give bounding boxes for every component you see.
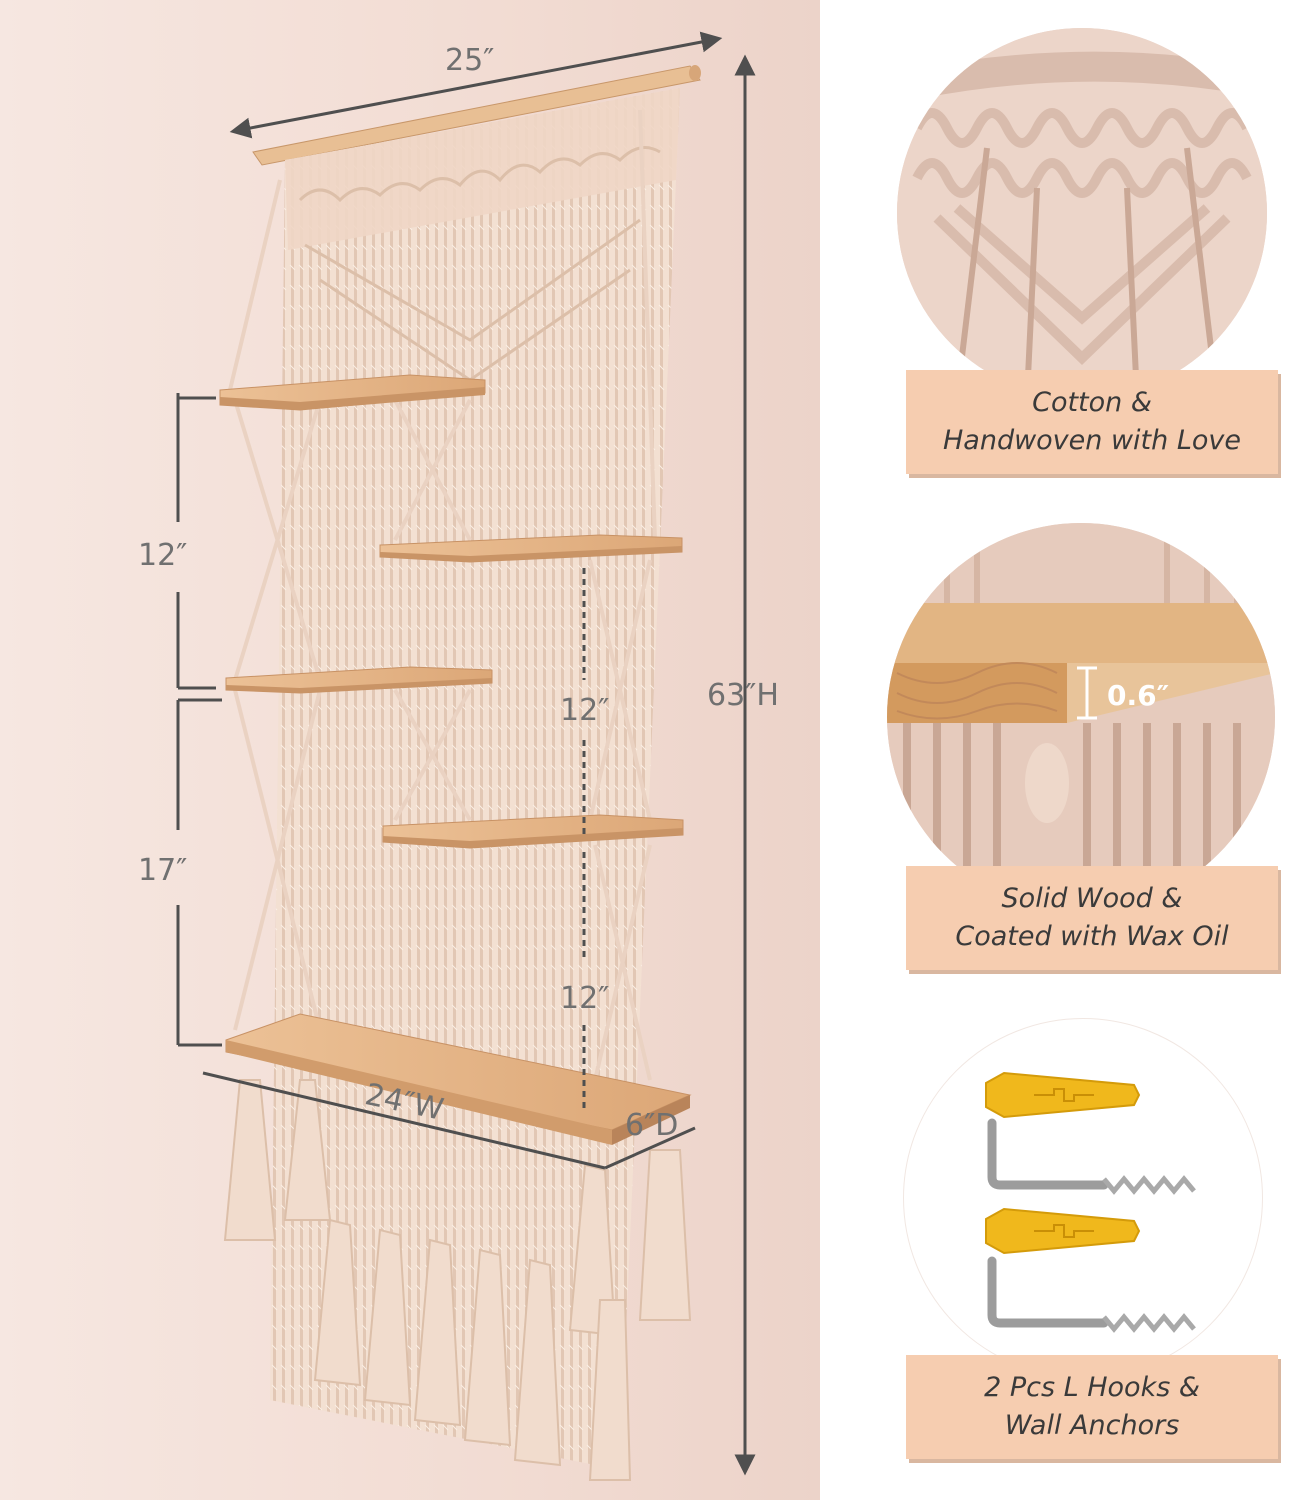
- wood-feature-line1: Solid Wood &: [1001, 883, 1183, 914]
- cotton-weave-closeup: [897, 28, 1267, 398]
- wall-anchor-icon: [985, 1071, 1141, 1119]
- macrame-body: [223, 88, 692, 1481]
- dimension-labels: 25″ 63″H 12″ 17″ 12″ 12″ 24″W 6″D: [138, 43, 779, 1143]
- shelf-depth-label: 6″D: [625, 1108, 678, 1143]
- cotton-feature-label: Cotton & Handwoven with Love: [906, 370, 1278, 474]
- wood-feature-label: Solid Wood & Coated with Wax Oil: [906, 866, 1278, 970]
- cotton-feature-line1: Cotton &: [1032, 387, 1152, 418]
- l-hook-icon: [987, 1118, 1196, 1195]
- hooks-and-anchors-image: [985, 1071, 1196, 1333]
- shelf-3: [225, 666, 493, 694]
- hardware-closeup: [903, 1018, 1263, 1378]
- shelf-5-bottom: [225, 1013, 692, 1145]
- hardware-feature-label: 2 Pcs L Hooks & Wall Anchors: [906, 1355, 1278, 1459]
- shelf-illustration: 25″ 63″H 12″ 17″ 12″ 12″ 24″W 6″D: [138, 31, 779, 1481]
- wood-feature-line2: Coated with Wax Oil: [955, 921, 1229, 952]
- shelf-2: [379, 534, 683, 563]
- right-upper-gap-label: 12″: [560, 693, 609, 728]
- shelves: [219, 374, 692, 1145]
- l-hook-icon: [987, 1256, 1196, 1333]
- shelf-1: [219, 374, 486, 411]
- left-lower-gap-label: 17″: [138, 853, 187, 888]
- hardware-feature-line1: 2 Pcs L Hooks &: [984, 1372, 1200, 1403]
- rod-width-label: 25″: [445, 43, 494, 78]
- hardware-feature-line2: Wall Anchors: [1004, 1410, 1180, 1441]
- board-thickness-label: 0.6″: [1107, 679, 1169, 712]
- rope-weave-image: [897, 28, 1267, 398]
- cotton-feature-line2: Handwoven with Love: [942, 425, 1241, 456]
- shelf-4: [382, 814, 684, 849]
- right-lower-gap-label: 12″: [560, 981, 609, 1016]
- total-height-label: 63″H: [707, 678, 779, 713]
- wood-board-image: 0.6″: [887, 523, 1275, 911]
- left-upper-gap-label: 12″: [138, 538, 187, 573]
- dimension-lines: [176, 31, 756, 1476]
- solid-wood-closeup: 0.6″: [887, 523, 1275, 911]
- wall-anchor-icon: [985, 1207, 1141, 1255]
